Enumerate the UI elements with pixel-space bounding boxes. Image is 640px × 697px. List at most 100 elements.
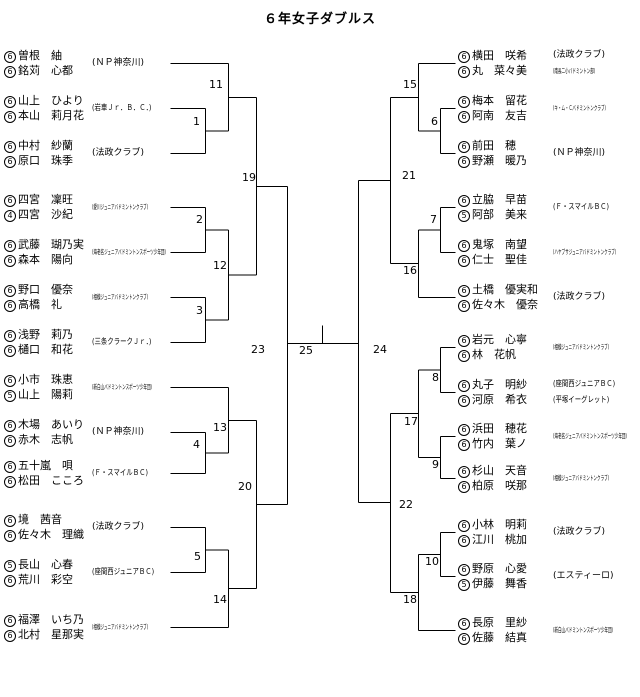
grade-badge: 6 xyxy=(4,345,16,357)
player-name: 丸 菜々美 xyxy=(472,64,527,77)
player-name: 山上 ひより xyxy=(18,94,84,107)
grade-badge: 6 xyxy=(458,255,470,267)
player-name: 赤木 志帆 xyxy=(18,433,73,446)
grade-badge: 6 xyxy=(458,424,470,436)
player-name: 伊藤 舞香 xyxy=(472,577,527,590)
grade-badge: 6 xyxy=(458,195,470,207)
player-name: 鬼塚 南望 xyxy=(472,238,527,251)
match-number: 4 xyxy=(193,438,200,451)
grade-badge: 6 xyxy=(4,96,16,108)
grade-badge: 6 xyxy=(4,435,16,447)
grade-badge: 6 xyxy=(458,520,470,532)
player-name: 五十嵐 唄 xyxy=(18,459,73,472)
grade-badge: 6 xyxy=(4,255,16,267)
player-name: 阿部 美来 xyxy=(472,208,527,221)
club-label: (座間西ジュニアＢＣ) xyxy=(553,379,616,388)
match-number: 19 xyxy=(242,171,256,184)
page-title: ６年女子ダブルス xyxy=(263,12,376,27)
grade-badge: 6 xyxy=(4,141,16,153)
match-number: 16 xyxy=(403,264,417,277)
grade-badge: 6 xyxy=(4,111,16,123)
match-number: 20 xyxy=(238,480,252,493)
grade-badge: 6 xyxy=(4,515,16,527)
grade-badge: 5 xyxy=(4,390,16,402)
player-name: 樋口 和花 xyxy=(18,343,73,356)
club-label: (キ・ム・Ｃバドミントンクラブ) xyxy=(553,104,606,112)
club-label: (法政クラブ) xyxy=(92,148,145,158)
match-number: 5 xyxy=(194,550,201,563)
match-number: 17 xyxy=(404,415,418,428)
grade-badge: 6 xyxy=(4,195,16,207)
player-name: 河原 希衣 xyxy=(472,393,527,406)
match-number: 7 xyxy=(430,213,437,226)
match-number: 8 xyxy=(432,371,439,384)
player-name: 中村 紗蘭 xyxy=(18,139,73,152)
club-label: (相模ジュニアバドミントンクラブ) xyxy=(92,623,149,631)
club-label: (法政クラブ) xyxy=(553,527,606,537)
match-number: 14 xyxy=(213,593,227,606)
player-name: 本山 莉月花 xyxy=(18,109,84,122)
player-name: 佐々木 優奈 xyxy=(472,298,538,311)
grade-badge: 6 xyxy=(458,535,470,547)
player-name: 阿南 友吉 xyxy=(472,109,527,122)
match-number: 3 xyxy=(196,304,203,317)
grade-badge: 6 xyxy=(458,618,470,630)
grade-badge: 6 xyxy=(458,141,470,153)
club-label: (海老名ジュニアバドミントンスポーツ少年団) xyxy=(553,432,627,440)
player-name: 北村 星那実 xyxy=(18,628,84,641)
player-name: 野口 優奈 xyxy=(18,283,73,296)
grade-badge: 6 xyxy=(4,375,16,387)
grade-badge: 6 xyxy=(4,300,16,312)
player-name: 原口 珠季 xyxy=(18,154,73,167)
match-number: 15 xyxy=(403,78,417,91)
player-name: 林 花帆 xyxy=(472,348,516,361)
club-label: (愛川ジュニアバドミントンクラブ) xyxy=(92,203,149,211)
player-name: 野原 心愛 xyxy=(472,562,527,575)
match-number: 2 xyxy=(196,213,203,226)
grade-badge: 6 xyxy=(458,633,470,645)
match-number: 1 xyxy=(193,115,200,128)
club-label: (ＮＰ神奈川) xyxy=(553,148,606,158)
club-label: (Ｆ・スマイルＢＣ) xyxy=(553,202,610,211)
club-label: (ＮＰ神奈川) xyxy=(92,427,145,437)
grade-badge: 6 xyxy=(458,481,470,493)
player-name: 横田 咲希 xyxy=(472,49,527,62)
grade-badge: 6 xyxy=(4,630,16,642)
club-label: (平塚イーグレット) xyxy=(553,395,610,404)
player-name: 境 茜音 xyxy=(18,513,62,526)
grade-badge: 6 xyxy=(458,111,470,123)
match-number: 18 xyxy=(403,593,417,606)
